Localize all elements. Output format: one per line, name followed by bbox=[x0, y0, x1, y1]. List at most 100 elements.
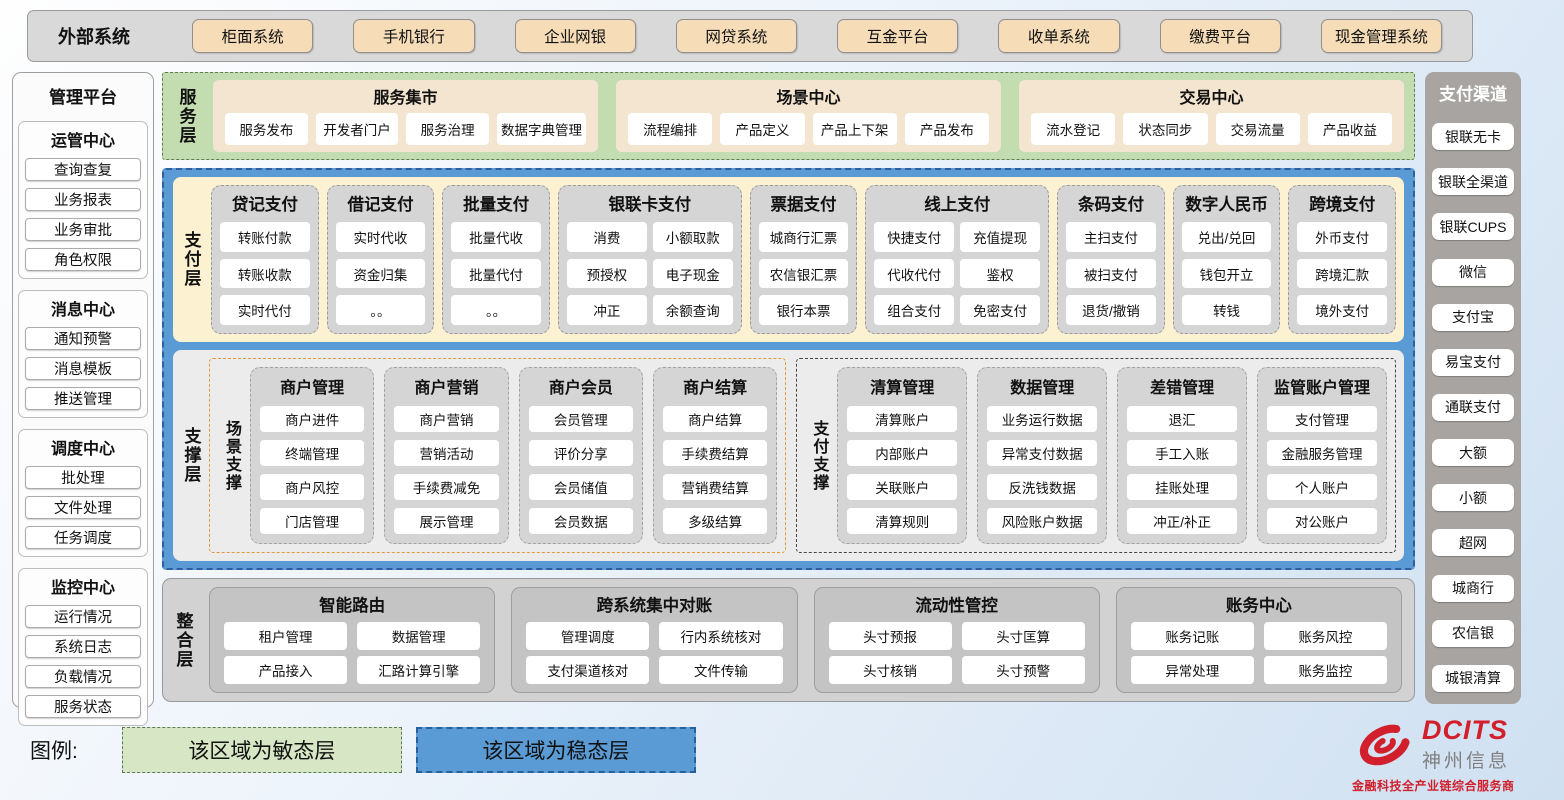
legend-stable-layer: 该区域为稳态层 bbox=[415, 727, 696, 773]
payment-support-label: 支付支撑 bbox=[810, 419, 828, 492]
payment-channels-title: 支付渠道 bbox=[1439, 85, 1507, 104]
support-row: 业务运行数据 bbox=[987, 406, 1098, 432]
support-item-box: 会员数据 bbox=[528, 508, 633, 534]
payment-column-title: 贷记支付 bbox=[231, 196, 298, 214]
support-row: 清算规则 bbox=[847, 508, 958, 534]
payment-row: 冲正 余额查询 bbox=[566, 295, 733, 326]
payment-row: 组合支付 免密支付 bbox=[874, 295, 1041, 326]
payment-item-box: 代收代付 bbox=[874, 258, 955, 289]
support-column: 监管账户管理 支付管理 bbox=[1257, 367, 1387, 544]
support-row: 反洗钱数据 bbox=[987, 474, 1098, 500]
payment-item-box: 免密支付 bbox=[960, 295, 1041, 326]
payment-item-box: 实时代收 bbox=[335, 222, 426, 252]
service-layer: 服务层 服务集市 服务发布 开发者门户 服务治理 bbox=[162, 72, 1415, 160]
support-column-title: 商户营销 bbox=[414, 380, 479, 397]
support-row: 商户营销 bbox=[394, 406, 499, 432]
support-item-box: 终端管理 bbox=[260, 440, 365, 466]
payment-column-title: 批量支付 bbox=[463, 196, 530, 214]
payment-column: 跨境支付 外币支付 跨境汇款 bbox=[1288, 185, 1396, 334]
integration-group: 跨系统集中对账 管理调度 行内系统核对 支付渠道核对 bbox=[511, 587, 798, 693]
support-column: 商户营销 商户营销 bbox=[384, 367, 509, 544]
support-column-title: 商户管理 bbox=[280, 380, 345, 397]
support-column: 差错管理 退汇 bbox=[1117, 367, 1248, 544]
support-item-box: 会员储值 bbox=[528, 474, 633, 500]
support-row: 关联账户 bbox=[847, 474, 958, 500]
payment-row: 城商行汇票 bbox=[758, 222, 849, 252]
integration-row: 账务记账 账务风控 bbox=[1130, 622, 1387, 650]
payment-row: 批量代付 bbox=[451, 258, 541, 289]
external-system-box: 柜面系统 bbox=[192, 19, 314, 53]
support-row: 会员数据 bbox=[528, 508, 633, 534]
payment-row: 农信银汇票 bbox=[758, 258, 849, 289]
support-item-box: 异常支付数据 bbox=[987, 440, 1098, 466]
payment-item-box: 转账收款 bbox=[220, 258, 310, 289]
payment-row: 。。 bbox=[451, 295, 541, 326]
payment-channel-box: 支付宝 bbox=[1432, 303, 1514, 331]
payment-item-box: 钱包开立 bbox=[1181, 258, 1272, 289]
support-item-box: 冲正/补正 bbox=[1127, 508, 1238, 534]
dcits-logo-cn: 神州信息 bbox=[1422, 751, 1511, 772]
integration-item-box: 账务监控 bbox=[1263, 656, 1387, 684]
legend-agile-layer: 该区域为敏态层 bbox=[121, 727, 402, 773]
management-item-box: 批处理 bbox=[25, 466, 141, 489]
management-group-title: 消息中心 bbox=[50, 302, 115, 319]
dcits-logo-text: DCITS 神州信息 bbox=[1422, 717, 1510, 773]
support-column: 商户结算 商户结算 bbox=[652, 367, 778, 544]
payment-item-box: 转钱 bbox=[1181, 295, 1272, 326]
integration-group: 账务中心 账务记账 账务风控 异常处理 bbox=[1115, 587, 1402, 693]
support-row: 终端管理 bbox=[260, 440, 365, 466]
payment-row: 。。 bbox=[335, 295, 426, 326]
payment-row: 转账付款 bbox=[220, 222, 310, 252]
integration-item-box: 产品接入 bbox=[224, 656, 348, 684]
payment-item-box: 。。 bbox=[335, 295, 426, 326]
support-row: 商户进件 bbox=[260, 406, 365, 432]
management-item-box: 文件处理 bbox=[25, 496, 141, 519]
payment-item-box: 批量代收 bbox=[451, 222, 541, 252]
integration-item-box: 数据管理 bbox=[357, 622, 481, 650]
payment-channels-panel: 支付渠道 银联无卡 银联全渠道 银联CUPS 微信 支付宝 易宝支付 通联支付 … bbox=[1425, 72, 1521, 704]
service-item-box: 服务治理 bbox=[406, 113, 490, 145]
service-item-box: 产品发布 bbox=[904, 113, 989, 145]
integration-group: 智能路由 租户管理 数据管理 产品接入 bbox=[209, 587, 496, 693]
service-group-title: 交易中心 bbox=[1179, 90, 1244, 107]
service-item-box: 流程编排 bbox=[628, 113, 713, 145]
support-item-box: 关联账户 bbox=[847, 474, 958, 500]
dcits-logo: DCITS 神州信息 金融科技全产业链综合服务商 bbox=[1352, 716, 1548, 794]
support-item-box: 手续费结算 bbox=[662, 440, 768, 466]
support-row: 手续费减免 bbox=[394, 474, 499, 500]
support-column: 清算管理 清算账户 bbox=[837, 367, 968, 544]
management-item-box: 业务报表 bbox=[25, 188, 141, 211]
service-row: 流水登记 状态同步 交易流量 产品收益 bbox=[1031, 113, 1392, 145]
service-group: 交易中心 流水登记 状态同步 交易流量 产品收益 bbox=[1019, 80, 1404, 152]
external-systems-bar: 外部系统 柜面系统 手机银行 企业网银 网贷系统 互金平台 收单系统 缴费平台 … bbox=[27, 10, 1473, 62]
payment-channel-box: 银联全渠道 bbox=[1432, 168, 1514, 196]
service-item-box: 服务发布 bbox=[225, 113, 308, 145]
service-row: 服务发布 开发者门户 服务治理 数据字典管理 bbox=[225, 113, 587, 145]
support-item-box: 商户进件 bbox=[260, 406, 365, 432]
support-row: 商户结算 bbox=[662, 406, 768, 432]
management-item-box: 角色权限 bbox=[25, 248, 141, 271]
external-system-box: 互金平台 bbox=[837, 19, 959, 53]
payment-item-box: 实时代付 bbox=[220, 295, 310, 326]
support-item-box: 金融服务管理 bbox=[1267, 440, 1377, 466]
support-item-box: 内部账户 bbox=[847, 440, 958, 466]
support-item-box: 商户营销 bbox=[394, 406, 499, 432]
payment-item-box: 。。 bbox=[451, 295, 541, 326]
payment-column-title: 借记支付 bbox=[347, 196, 414, 214]
payment-channel-box: 超网 bbox=[1432, 529, 1514, 557]
management-item-box: 负载情况 bbox=[25, 665, 141, 688]
support-row: 内部账户 bbox=[847, 440, 958, 466]
service-layer-label: 服务层 bbox=[176, 87, 196, 145]
support-item-box: 对公账户 bbox=[1267, 508, 1377, 534]
management-item-box: 运行情况 bbox=[25, 605, 141, 628]
support-item-box: 支付管理 bbox=[1267, 406, 1377, 432]
management-item-box: 业务审批 bbox=[25, 218, 141, 241]
payment-column: 借记支付 实时代收 资金归集 bbox=[326, 185, 435, 334]
payment-item-box: 转账付款 bbox=[220, 222, 310, 252]
management-item-box: 任务调度 bbox=[25, 526, 141, 549]
payment-row: 资金归集 bbox=[335, 258, 426, 289]
support-item-box: 会员管理 bbox=[528, 406, 633, 432]
management-item-box: 推送管理 bbox=[25, 387, 141, 410]
payment-channel-box: 城商行 bbox=[1432, 574, 1514, 602]
external-system-box: 缴费平台 bbox=[1159, 19, 1281, 53]
